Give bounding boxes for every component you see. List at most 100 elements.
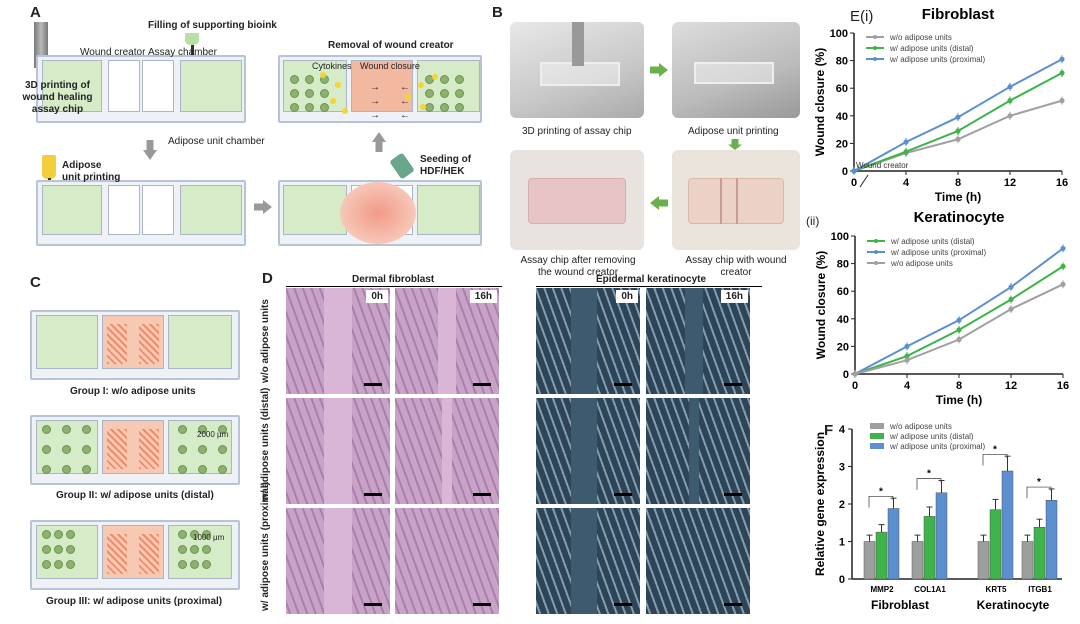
printing-label: 3D printing of wound healing assay chip — [22, 80, 93, 115]
adipose-unit — [54, 545, 63, 554]
time-label: 0h — [616, 290, 638, 303]
adipose-unit — [178, 465, 187, 474]
scale-bar — [614, 603, 632, 606]
wound-creator-label: Wound creator — [80, 47, 146, 58]
caption-printing: 3D printing of assay chip — [522, 126, 632, 137]
distance-distal: 2000 µm — [197, 430, 229, 439]
wound-gap — [438, 288, 456, 394]
x-tick-label: 16 — [1057, 380, 1069, 392]
legend-label: w/ adipose units (distal) — [889, 44, 974, 53]
data-point — [956, 317, 962, 323]
arrow-left-icon: ← — [400, 96, 410, 107]
y-axis-label: Relative gene expression — [813, 432, 827, 576]
adipose-unit — [455, 89, 464, 98]
significance-star: * — [993, 444, 997, 455]
scale-bar — [724, 383, 742, 386]
cytokine — [330, 98, 336, 104]
category-label: ITGB1 — [1028, 585, 1052, 594]
group-label: Keratinocyte — [977, 598, 1050, 612]
adipose-unit — [42, 465, 51, 474]
adipose-unit — [62, 465, 71, 474]
group-chip — [30, 310, 240, 380]
adipose-unit — [42, 425, 51, 434]
adipose-unit — [190, 545, 199, 554]
adipose-unit — [66, 545, 75, 554]
adipose-unit — [190, 560, 199, 569]
legend-swatch — [870, 443, 884, 449]
cell-layer — [107, 429, 127, 469]
data-point — [903, 149, 909, 155]
y-tick-label: 100 — [831, 231, 849, 243]
data-point — [1059, 98, 1065, 104]
row-label: w/o adipose units — [260, 299, 271, 383]
adipose-unit — [290, 89, 299, 98]
y-tick-label: 0 — [842, 166, 848, 178]
adipose-unit — [440, 75, 449, 84]
cytokine — [420, 104, 426, 110]
adipose-unit — [320, 89, 329, 98]
adipose-unit — [54, 560, 63, 569]
adipose-unit — [218, 465, 227, 474]
keratinocyte-micrograph — [536, 398, 640, 504]
adipose-unit — [42, 445, 51, 454]
arrow-right-icon: → — [370, 96, 380, 107]
adipose-unit — [62, 425, 71, 434]
x-tick-label: 12 — [1004, 177, 1016, 189]
panel-label-a: A — [30, 4, 41, 21]
adipose-unit — [202, 530, 211, 539]
significance-bracket — [916, 478, 942, 490]
arrow-left-icon: ← — [400, 82, 410, 93]
bar — [863, 541, 876, 580]
scale-bar — [614, 493, 632, 496]
x-tick-label: 8 — [955, 177, 961, 189]
cell-seeding-spot — [340, 182, 416, 244]
caption-adipose: Adipose unit printing — [688, 126, 779, 137]
data-point — [1008, 296, 1014, 303]
panel-label-e-i: E(i) — [850, 8, 874, 25]
fibroblast-micrograph: 0h — [286, 288, 390, 394]
y-axis-label: Wound closure (%) — [814, 251, 828, 359]
data-point — [852, 371, 858, 377]
data-point — [956, 327, 962, 333]
y-tick-label: 4 — [839, 424, 846, 436]
adipose-unit — [202, 560, 211, 569]
data-point — [955, 114, 961, 120]
fibroblast-micrograph: 16h — [395, 288, 499, 394]
data-point — [1008, 284, 1014, 290]
assay-chamber-label: Assay chamber — [148, 47, 217, 58]
bar — [923, 516, 936, 580]
data-point — [1060, 281, 1066, 287]
cell-layer — [107, 324, 127, 364]
caption-removed: Assay chip after removing the wound crea… — [520, 255, 636, 278]
legend-swatch — [870, 433, 884, 439]
bar — [887, 508, 900, 580]
legend-label: w/ adipose units (proximal) — [889, 442, 985, 451]
significance-bracket — [868, 495, 894, 508]
cytokine — [418, 82, 424, 88]
data-point — [1008, 306, 1014, 312]
adipose-unit — [82, 425, 91, 434]
adipose-syringe-icon — [42, 155, 56, 179]
category-label: COL1A1 — [914, 585, 946, 594]
legend-label: w/o adipose units — [889, 422, 952, 431]
cytokine — [405, 94, 411, 100]
cytokines-label: Cytokines — [312, 61, 352, 71]
adipose-unit — [190, 530, 199, 539]
green-arrow-icon — [650, 63, 668, 77]
y-tick-label: 40 — [836, 111, 848, 123]
adipose-chamber — [36, 315, 98, 369]
legend-swatch — [870, 423, 884, 429]
keratinocyte-micrograph: 0h — [536, 288, 640, 394]
fibroblast-header: Dermal fibroblast — [352, 274, 435, 285]
bar — [935, 492, 948, 580]
wound-gap — [324, 288, 352, 394]
adipose-printing-label: Adipose unit printing — [62, 160, 121, 183]
significance-star: * — [927, 469, 931, 480]
wound-gap — [442, 398, 452, 504]
panel-label-e-ii: (ii) — [806, 214, 820, 228]
data-point — [955, 136, 961, 142]
data-point — [955, 128, 961, 134]
annotation: Wound creator — [856, 161, 909, 170]
